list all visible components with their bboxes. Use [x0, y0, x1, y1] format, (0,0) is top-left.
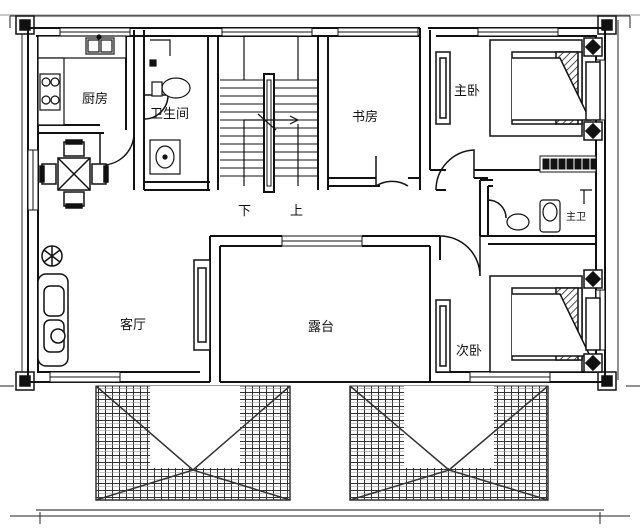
room-label-living-room: 客厅	[120, 318, 147, 333]
roof-left	[95, 385, 291, 501]
dining-table	[39, 139, 109, 209]
wardrobes	[193, 51, 451, 373]
room-label-terrace: 露台	[308, 320, 335, 335]
dimension-frame	[0, 14, 640, 524]
roof-right	[349, 385, 549, 501]
base-line	[36, 381, 604, 511]
staircase	[220, 35, 318, 193]
wardrobe-rack	[539, 155, 597, 173]
room-label-kitchen: 厨房	[82, 92, 109, 107]
kitchen-fixtures	[37, 34, 127, 126]
room-label-second-bedroom: 次卧	[456, 344, 483, 359]
sofa-set	[37, 245, 69, 367]
room-label-toilet: 卫生间	[150, 107, 190, 122]
master-bed	[489, 37, 603, 141]
room-label-master-bath: 主卫	[566, 212, 586, 223]
stairs-down-label: 下	[238, 204, 252, 219]
bathroom-fixtures	[149, 39, 191, 175]
corner-columns	[15, 15, 617, 391]
stairs-up-label: 上	[290, 204, 304, 219]
room-label-master-bedroom: 主卧	[454, 84, 481, 99]
master-bath-fixtures	[506, 189, 592, 233]
room-label-study: 书房	[352, 110, 379, 125]
doors	[99, 94, 507, 300]
second-bed	[489, 269, 603, 373]
